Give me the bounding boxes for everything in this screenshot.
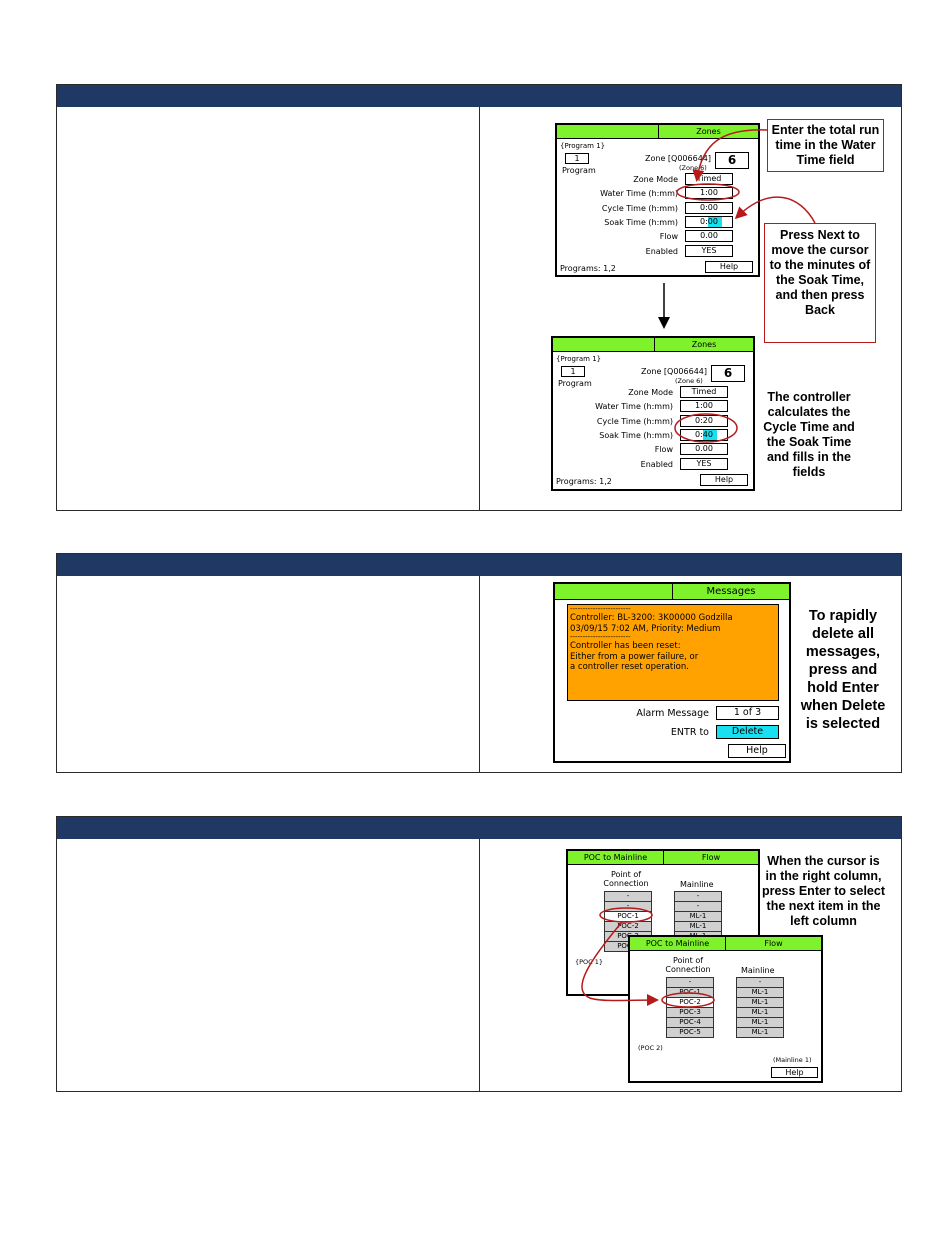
row-label: Water Time (h:mm) — [595, 402, 673, 411]
zone-mode-field[interactable]: Timed — [685, 173, 733, 185]
help-button[interactable]: Help — [700, 474, 748, 486]
help-button[interactable]: Help — [728, 744, 786, 758]
mainline-footer: (Mainline 1) — [773, 1056, 812, 1064]
program-field[interactable]: 1 — [565, 153, 589, 164]
title-left — [553, 338, 655, 351]
water-time-field[interactable]: 1:00 — [685, 187, 733, 199]
poc-footer: {POC 1} — [575, 958, 604, 966]
program-tag: {Program 1} — [556, 355, 602, 363]
col-header-poc: Point of Connection — [665, 956, 711, 974]
col-header-mainline: Mainline — [741, 966, 775, 975]
screen-title: Zones — [696, 127, 721, 136]
mainline-cell[interactable]: ML-1 — [736, 1027, 784, 1038]
screen-title-right: Flow — [764, 939, 783, 948]
row-label: Enabled — [640, 460, 673, 469]
screen-title-right: Flow — [701, 853, 721, 862]
row-label: Cycle Time (h:mm) — [596, 417, 673, 426]
zones-screen-1: Zones {Program 1} 1 Program Zone [Q00664… — [555, 123, 760, 277]
cycle-time-field[interactable]: 0:20 — [680, 415, 728, 427]
poc-section — [56, 816, 902, 1092]
water-time-callout: Enter the total run time in the Water Ti… — [767, 119, 884, 172]
program-tag: {Program 1} — [560, 142, 606, 150]
column-divider — [479, 839, 480, 1091]
program-label: Program — [562, 166, 596, 175]
section-header-bar — [57, 85, 901, 107]
screen-title-left: POC to Mainline — [568, 851, 664, 864]
poc-note: When the cursor is in the right column, … — [762, 854, 885, 928]
poc-screen-2: POC to Mainline Flow Point of Connection… — [628, 935, 823, 1083]
message-separator: ------------------------ — [570, 633, 631, 641]
soak-time-field[interactable]: 0:40 — [680, 429, 728, 441]
zone-mode-field[interactable]: Timed — [680, 386, 728, 398]
program-field[interactable]: 1 — [561, 366, 585, 377]
zone-number-field[interactable]: 6 — [715, 152, 749, 169]
help-button[interactable]: Help — [771, 1067, 818, 1078]
message-date: 03/09/15 7:02 AM, Priority: Medium — [570, 623, 721, 634]
soak-time-field[interactable]: 0:00 — [685, 216, 733, 228]
screen-title: Messages — [706, 586, 756, 597]
message-text: Either from a power failure, or — [570, 651, 699, 662]
row-label: Flow — [654, 445, 673, 454]
row-label: Enabled — [645, 247, 678, 256]
zones-section — [56, 84, 902, 511]
message-text: a controller reset operation. — [570, 662, 689, 672]
zone-label: Zone [Q006644] — [641, 367, 707, 376]
screen-title-left: POC to Mainline — [630, 937, 726, 950]
column-divider — [479, 576, 480, 772]
water-time-field[interactable]: 1:00 — [680, 400, 728, 412]
zone-number-field[interactable]: 6 — [711, 365, 745, 382]
alarm-message-label: Alarm Message — [636, 708, 709, 719]
zones-screen-2: Zones {Program 1} 1 Program Zone [Q00664… — [551, 336, 755, 491]
message-panel: ------------------------ Controller: BL-… — [567, 604, 779, 701]
entr-to-label: ENTR to — [670, 727, 709, 738]
title-left — [557, 125, 659, 138]
col-header-poc: Point of Connection — [603, 870, 649, 888]
row-label: Flow — [659, 232, 678, 241]
poc-footer: (POC 2) — [638, 1044, 663, 1052]
message-text: Controller has been reset: — [570, 641, 681, 651]
zone-label: Zone [Q006644] — [645, 154, 711, 163]
programs-list: Programs: 1,2 — [560, 264, 616, 273]
row-label: Zone Mode — [633, 175, 678, 184]
row-label: Cycle Time (h:mm) — [601, 204, 678, 213]
alarm-message-field[interactable]: 1 of 3 — [716, 706, 779, 720]
flow-field[interactable]: 0.00 — [685, 230, 733, 242]
zone-sub: (Zone 6) — [679, 164, 707, 172]
enabled-field[interactable]: YES — [680, 458, 728, 470]
delete-all-note: To rapidly delete all messages, press an… — [800, 608, 886, 732]
column-divider — [479, 107, 480, 510]
flow-field[interactable]: 0.00 — [680, 443, 728, 455]
messages-screen: Messages ------------------------ Contro… — [553, 582, 791, 763]
zone-sub: (Zone 6) — [675, 377, 703, 385]
row-label: Water Time (h:mm) — [600, 189, 678, 198]
section-header-bar — [57, 817, 901, 839]
message-separator: ------------------------ — [570, 605, 631, 613]
enabled-field[interactable]: YES — [685, 245, 733, 257]
calculation-note: The controller calculates the Cycle Time… — [763, 390, 855, 479]
help-button[interactable]: Help — [705, 261, 753, 273]
message-controller: Controller: BL-3200: 3K00000 Godzilla — [570, 613, 733, 623]
section-header-bar — [57, 554, 901, 576]
title-left — [555, 584, 673, 599]
delete-button[interactable]: Delete — [716, 725, 779, 739]
screen-title: Zones — [691, 340, 717, 349]
screen-title-bar: POC to Mainline Flow — [630, 937, 821, 951]
col-header-mainline: Mainline — [680, 880, 714, 889]
row-label: Soak Time (h:mm) — [604, 218, 678, 227]
cycle-time-field[interactable]: 0:00 — [685, 202, 733, 214]
screen-title-bar: POC to Mainline Flow — [568, 851, 758, 865]
row-label: Zone Mode — [628, 388, 673, 397]
screen-title-bar: Zones — [553, 338, 753, 352]
row-label: Soak Time (h:mm) — [599, 431, 673, 440]
program-label: Program — [558, 379, 592, 388]
messages-section — [56, 553, 902, 773]
soak-time-callout: Press Next to move the cursor to the min… — [764, 223, 876, 343]
programs-list: Programs: 1,2 — [556, 477, 612, 486]
screen-title-bar: Messages — [555, 584, 789, 600]
poc-cell[interactable]: POC-5 — [666, 1027, 714, 1038]
screen-title-bar: Zones — [557, 125, 758, 139]
